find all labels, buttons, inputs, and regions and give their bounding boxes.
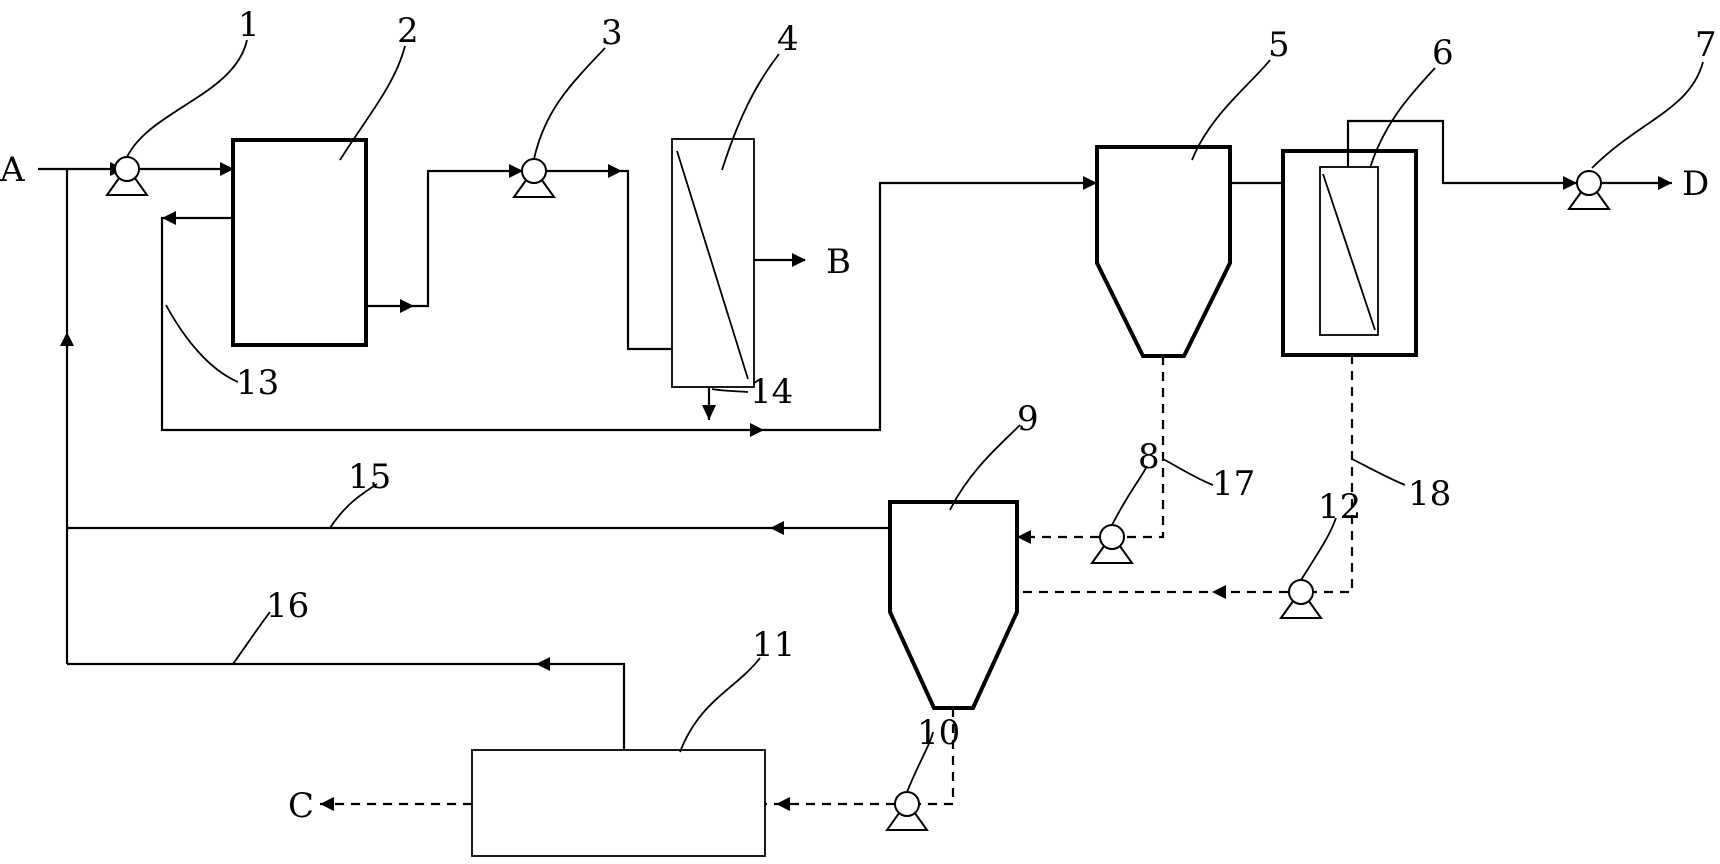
label-10: 10 (917, 713, 960, 753)
flow-arrows (60, 162, 1672, 811)
pump-8 (1090, 524, 1134, 564)
label-outlet-b: B (826, 242, 851, 282)
hopper-tank-9 (888, 500, 1019, 710)
arrow-line15 (770, 521, 784, 535)
label-6: 6 (1432, 33, 1454, 73)
arrow-c-out (320, 797, 334, 811)
label-7: 7 (1695, 25, 1717, 65)
tank-2 (231, 138, 368, 347)
label-18: 18 (1408, 474, 1451, 514)
arrow-main-up (60, 332, 74, 346)
arrow-tank2-out (400, 299, 414, 313)
arrow-pump3-in (509, 164, 523, 178)
label-8: 8 (1138, 437, 1160, 477)
pump-12 (1279, 579, 1323, 619)
hopper-tank-5 (1095, 145, 1232, 358)
arrow-line18 (1212, 585, 1226, 599)
label-14: 14 (750, 372, 793, 412)
arrow-pump7-in (1563, 176, 1577, 190)
arrow-drain14 (702, 405, 716, 420)
arrow-tank11-in (776, 797, 790, 811)
arrow-line16 (536, 657, 550, 671)
arrow-bottom-line (750, 423, 764, 437)
arrow-tank2-in (220, 162, 234, 176)
leader-lines (126, 39, 1704, 793)
label-17: 17 (1212, 464, 1255, 504)
label-inlet-a: A (0, 150, 25, 190)
pump-10 (885, 791, 929, 831)
label-13: 13 (236, 363, 279, 403)
label-5: 5 (1268, 25, 1290, 65)
label-2: 2 (397, 11, 419, 51)
label-12: 12 (1318, 487, 1361, 527)
pump-7 (1567, 170, 1611, 210)
arrow-tank5-in (1083, 176, 1097, 190)
arrow-b-out (792, 253, 806, 267)
label-3: 3 (601, 13, 623, 53)
arrow-d-out (1658, 176, 1672, 190)
membrane-bioreactor-6 (1281, 149, 1418, 357)
membrane-module-4 (671, 138, 755, 388)
label-outlet-d: D (1682, 164, 1709, 204)
label-15: 15 (348, 457, 391, 497)
label-1: 1 (238, 5, 260, 45)
label-4: 4 (777, 19, 799, 59)
pump-1 (105, 156, 149, 196)
arrow-pump3-out (608, 164, 622, 178)
label-16: 16 (266, 586, 309, 626)
label-outlet-c: C (288, 786, 314, 826)
solid-pipes (38, 119, 1672, 750)
label-9: 9 (1017, 399, 1039, 439)
arrow-tank9-in17 (1017, 530, 1031, 544)
label-11: 11 (752, 625, 795, 665)
tank-11 (471, 749, 766, 857)
pump-3 (512, 158, 556, 198)
arrow-recycle13 (162, 211, 176, 225)
dashed-pipes (320, 355, 1354, 806)
